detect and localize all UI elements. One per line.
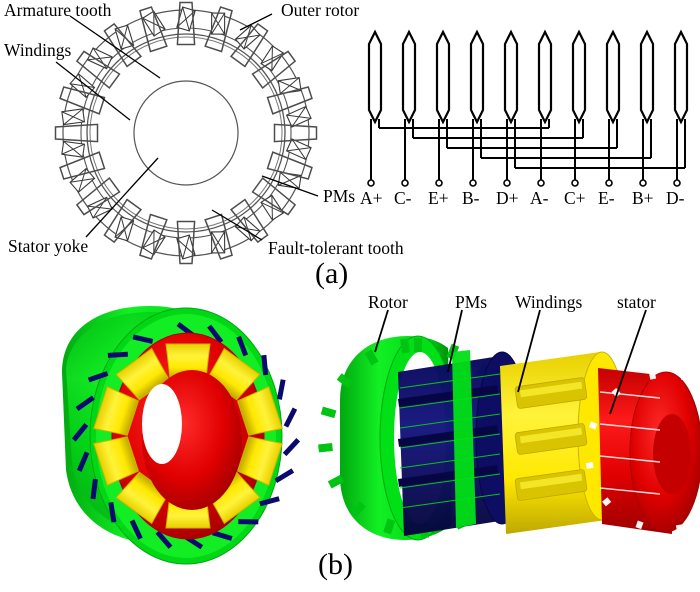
terminal-label-9: D-	[666, 188, 685, 208]
leader-pms-3d	[447, 309, 463, 373]
coil-1	[367, 29, 383, 180]
leader-windings-3d	[517, 309, 541, 393]
terminal-label-6: C+	[564, 188, 586, 208]
exploded-green-inner-ring	[452, 350, 476, 528]
leader-lines	[55, 13, 319, 241]
leader-fault-tolerant-tooth	[211, 209, 263, 241]
label-armature-tooth: Armature tooth	[4, 0, 112, 20]
coil-7	[571, 29, 587, 180]
leader-outer-rotor	[239, 13, 273, 31]
leader-armature-tooth	[69, 15, 161, 79]
terminal-label-0: A+	[360, 188, 383, 208]
label-rotor-3d: Rotor	[368, 292, 408, 312]
leader-rotor-3d	[374, 309, 389, 353]
terminal-label-7: E-	[598, 188, 615, 208]
terminal-label-3: B-	[462, 188, 480, 208]
exploded-stator-core	[585, 368, 700, 534]
label-windings-3d: Windings	[515, 292, 583, 312]
terminal-label-1: C-	[394, 188, 412, 208]
label-fault-tolerant-tooth: Fault-tolerant tooth	[268, 238, 404, 258]
winding-connection-diagram	[367, 29, 689, 187]
label-outer-rotor: Outer rotor	[281, 0, 360, 20]
leader-pms	[261, 175, 319, 197]
coil-9	[639, 29, 655, 180]
terminal-label-8: B+	[632, 188, 654, 208]
label-pms: PMs	[323, 186, 356, 206]
caption-b: (b)	[318, 548, 353, 581]
coil-2	[401, 29, 417, 180]
stator-yoke-bore	[133, 80, 239, 186]
coil-3	[435, 29, 451, 180]
terminal-label-5: A-	[530, 188, 549, 208]
coil-8	[605, 29, 621, 180]
shaft-bore	[142, 384, 182, 464]
cross-section-diagram	[54, 1, 319, 265]
leader-windings	[55, 61, 131, 121]
assembled-machine-3d	[62, 306, 301, 565]
leader-stator-yoke	[85, 157, 159, 238]
terminal-label-2: E+	[428, 188, 449, 208]
terminal-label-4: D+	[496, 188, 519, 208]
label-windings: Windings	[4, 40, 72, 60]
label-pms-3d: PMs	[455, 292, 488, 312]
label-stator-3d: stator	[617, 292, 656, 312]
coil-6	[537, 29, 553, 180]
terminal-dots	[367, 179, 681, 187]
caption-a: (a)	[315, 257, 349, 290]
stator-airgap-circle	[89, 36, 283, 230]
exploded-leader-lines	[374, 309, 647, 415]
leader-stator-3d	[609, 309, 647, 415]
coil-10	[673, 29, 689, 180]
phase-link-buses	[379, 127, 685, 169]
label-stator-yoke: Stator yoke	[8, 236, 89, 256]
exploded-machine-3d	[318, 309, 700, 541]
